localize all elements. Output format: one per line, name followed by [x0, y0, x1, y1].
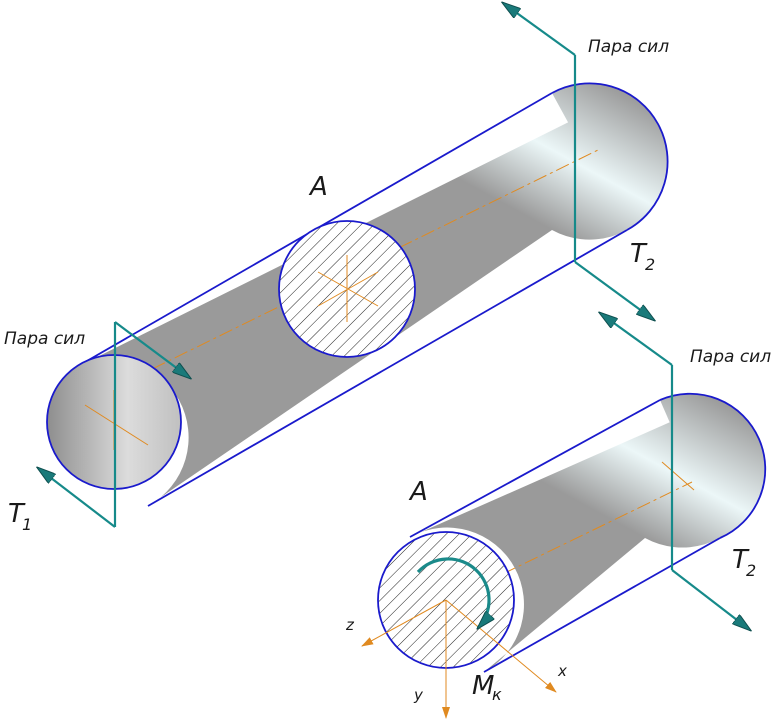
axis-y-label: y [413, 686, 424, 704]
lower-force-arrow-up [600, 313, 673, 366]
lower-shaft: A Пара сил T 2 M к z y x [345, 313, 771, 719]
upper-right-force-label: Пара сил [588, 37, 669, 57]
right-force-arrow-up [503, 3, 576, 56]
lower-torque-label: T [732, 545, 750, 575]
upper-section-label: A [308, 172, 328, 202]
lower-shaft-body [410, 400, 762, 672]
lower-section-label: A [408, 477, 428, 507]
axis-z-line [361, 599, 447, 647]
upper-right-torque-sub: 2 [645, 255, 655, 274]
moment-sub: к [492, 685, 502, 704]
upper-left-force-label: Пара сил [4, 329, 85, 349]
upper-shaft-right-cap [551, 82, 669, 231]
lower-shaft-bottom-edge [483, 537, 721, 673]
lower-force-label: Пара сил [690, 347, 771, 367]
upper-shaft-bottom-edge [147, 229, 628, 507]
axis-z-label: z [345, 616, 355, 634]
upper-right-torque-label: T [630, 239, 648, 269]
moment-arrow [416, 557, 489, 628]
upper-cap-center-line [84, 404, 149, 446]
lower-shaft-end-tick [661, 461, 695, 491]
moment-label: M [472, 671, 494, 701]
axis-x-label: x [557, 662, 567, 680]
upper-left-torque-sub: 1 [22, 515, 32, 534]
left-force-arrow-down [38, 468, 116, 528]
upper-section-center-line-d [317, 271, 379, 307]
left-force-arrow-up [114, 321, 190, 378]
axis-x-line [445, 599, 557, 693]
lower-shaft-right-cap [659, 392, 767, 539]
lower-force-arrow-down [671, 569, 750, 630]
right-force-arrow-down [574, 261, 654, 320]
upper-left-torque-label: T [8, 499, 26, 529]
lower-shaft-top-edge [409, 399, 661, 538]
lower-torque-sub: 2 [746, 561, 756, 580]
upper-shaft: A Пара сил Пара сил T 1 T 2 [4, 3, 669, 534]
